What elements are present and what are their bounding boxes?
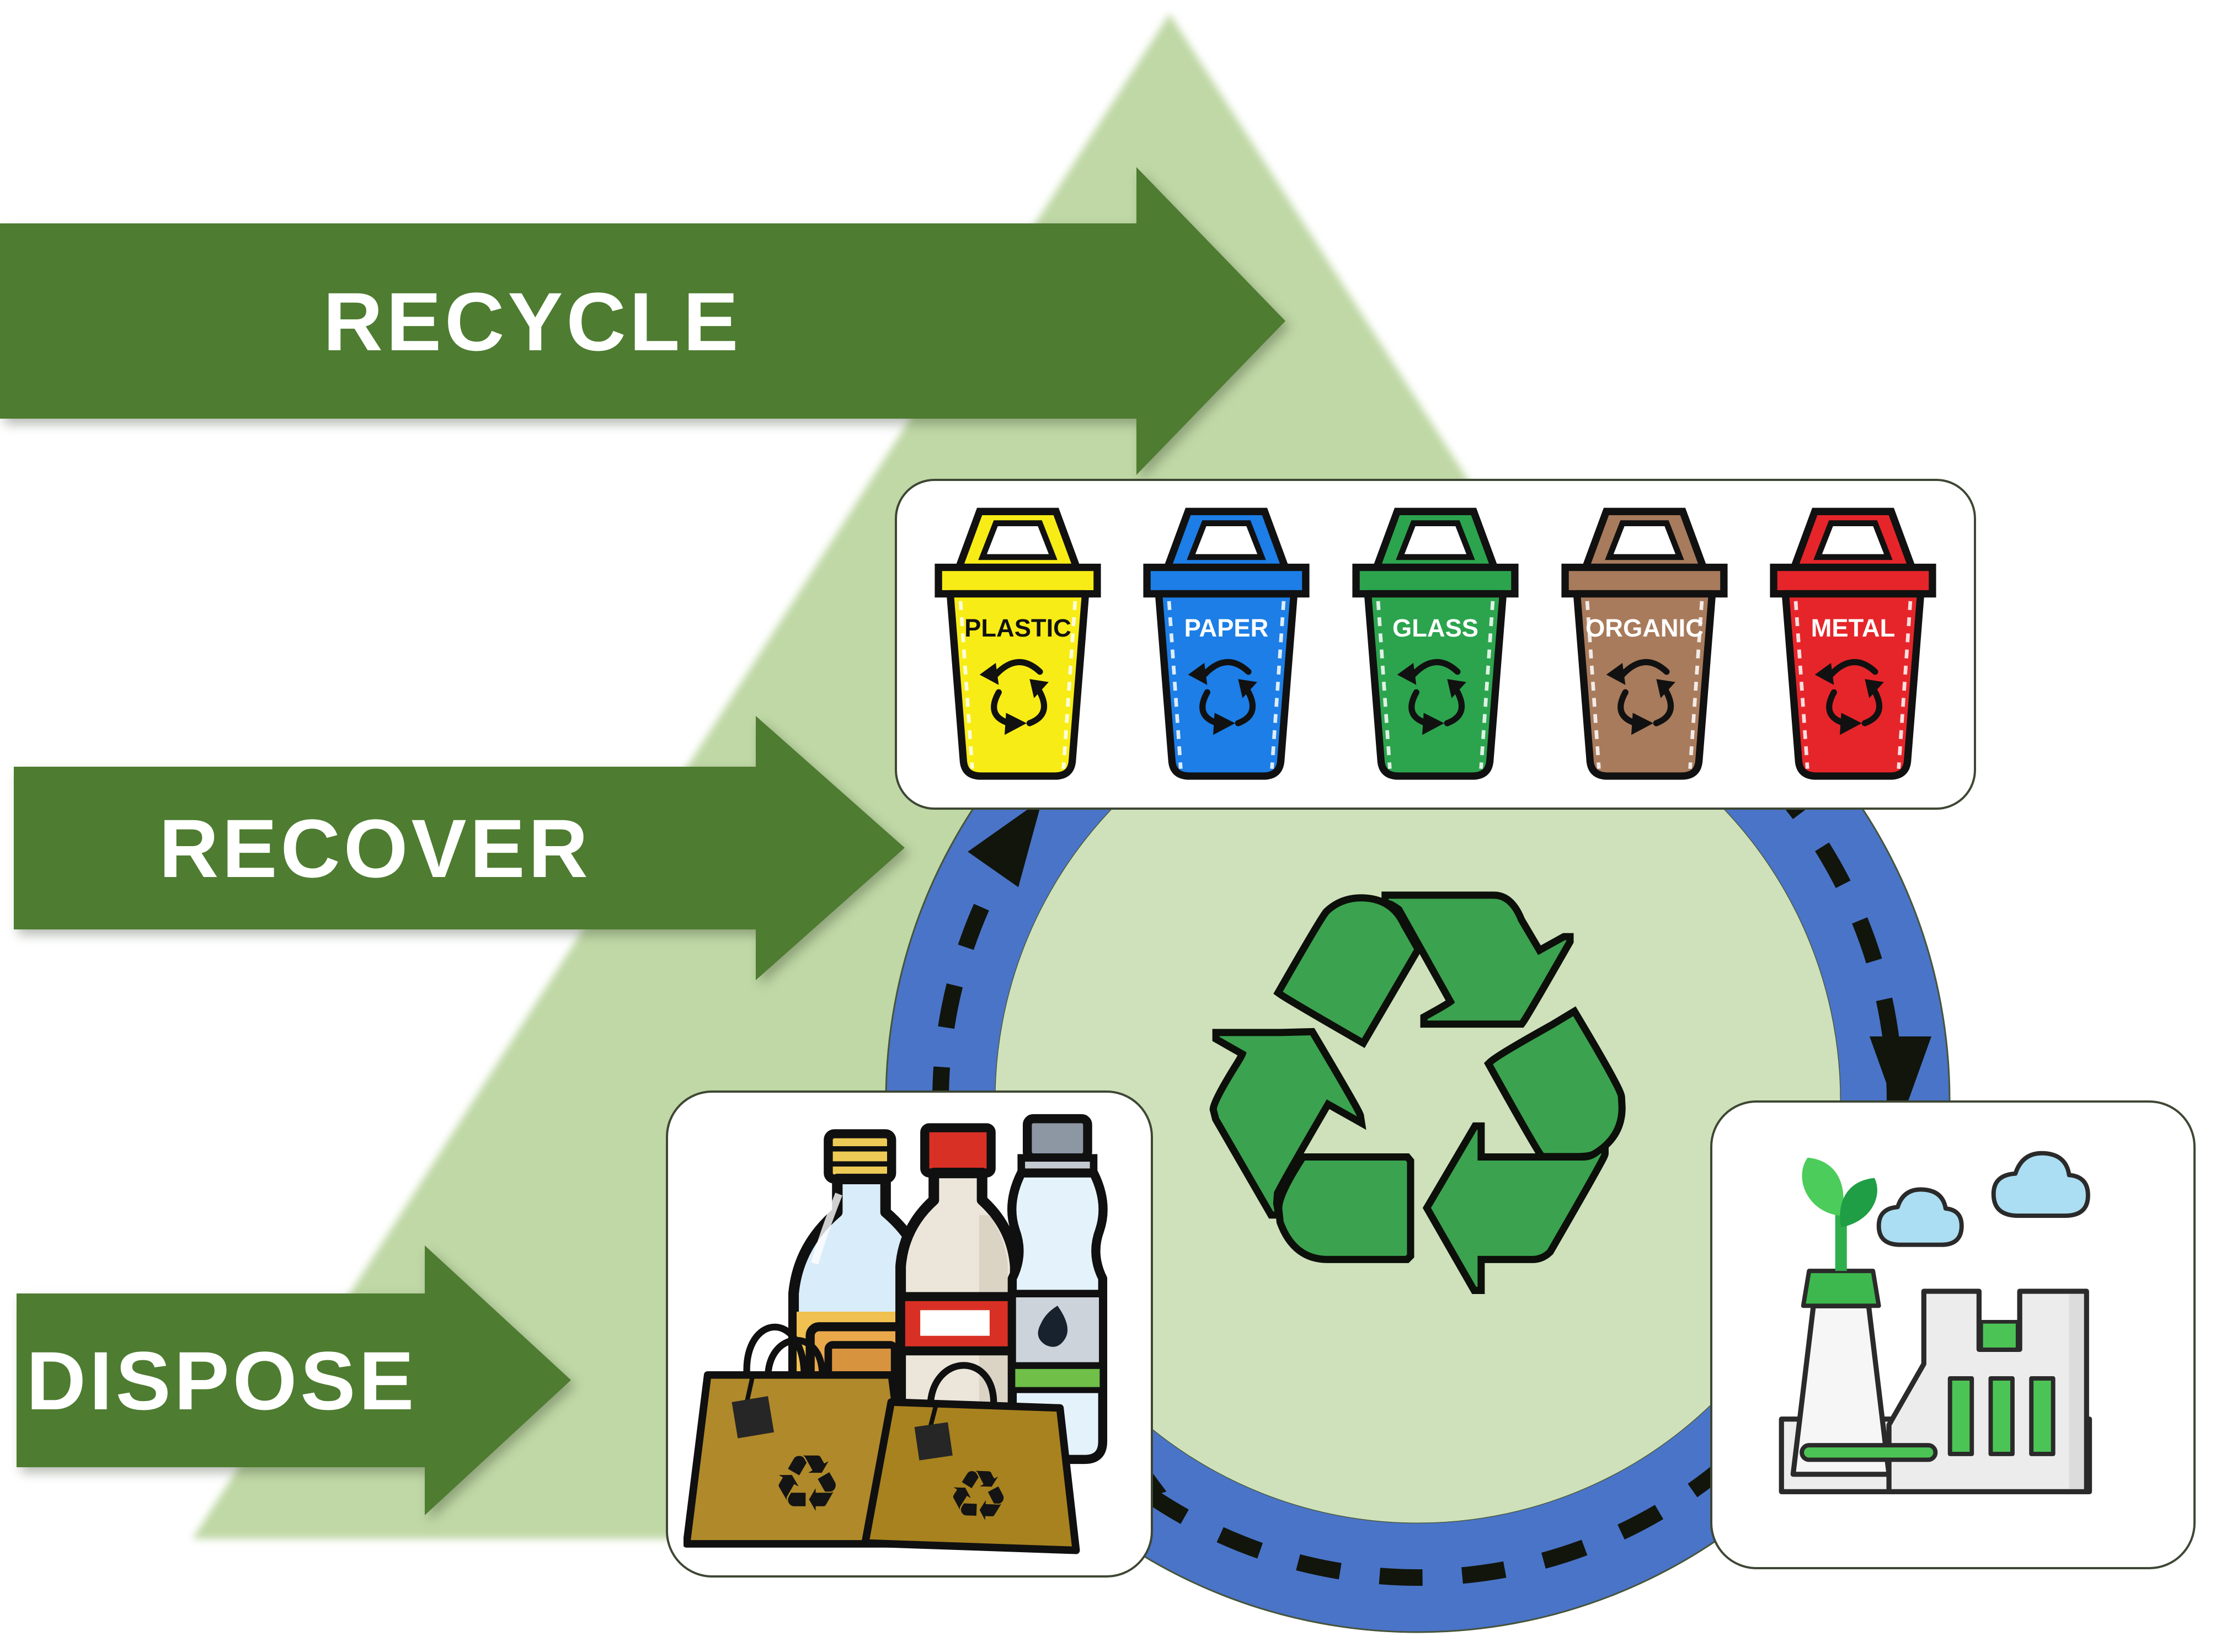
bins-station-card: PLASTIC PAPER: [895, 479, 1976, 810]
recover-arrow: RECOVER: [14, 716, 905, 980]
organic-bin-label: ORGANIC: [1585, 614, 1704, 642]
bin-recycle-arrows-icon: [1617, 659, 1674, 726]
factory-window: [1988, 1376, 2015, 1456]
bin-recycle-arrows-icon: [990, 659, 1047, 726]
recycle-arrow: RECYCLE: [0, 167, 1285, 475]
recycle-arrow-label: RECYCLE: [323, 275, 742, 368]
bin-recycle-arrows-icon: [1826, 659, 1883, 726]
recover-arrow-shape: [14, 716, 905, 980]
bin-recycle-arrows-icon: [1408, 659, 1465, 726]
factory-card: [1710, 1100, 2196, 1569]
recyclable-bag-icon: ♻: [861, 1361, 1080, 1554]
factory-illustration: [1779, 1151, 2092, 1495]
bin-recycle-arrows-icon: [1199, 659, 1256, 726]
building-shade: [2069, 1294, 2084, 1489]
central-recycle-symbol: ♻ ♻: [1150, 775, 1685, 1417]
bag-recycle-mark-icon: ♻: [772, 1437, 842, 1529]
factory-window: [2029, 1376, 2056, 1456]
glass-bin: GLASS: [1352, 507, 1519, 780]
water-bottle-icon: [1007, 1114, 1108, 1464]
recycle-arrow-shape: [0, 167, 1285, 475]
recycle-symbol-icon: ♻: [1170, 775, 1665, 1417]
products-illustration: ♻ ♻: [683, 1114, 1108, 1554]
milk-bottle-icon: [895, 1122, 1021, 1462]
base-green-bar: [1800, 1443, 1938, 1462]
glass-bin-label: GLASS: [1392, 614, 1478, 642]
metal-bin: METAL: [1770, 507, 1936, 780]
cloud-icon: [1876, 1187, 1964, 1247]
metal-bin-label: METAL: [1811, 614, 1896, 642]
chimney-green-band: [1801, 1269, 1881, 1308]
recyclable-bag-icon: ♻: [683, 1323, 916, 1548]
paper-bin-label: PAPER: [1184, 614, 1269, 642]
bag-recycle-mark-icon: ♻: [946, 1454, 1011, 1537]
recycle-symbol-outline-icon: ♻: [1163, 775, 1672, 1417]
dispose-arrow: DISPOSE: [17, 1245, 571, 1515]
products-card: ♻ ♻: [666, 1090, 1153, 1578]
recover-arrow-label: RECOVER: [159, 802, 591, 895]
dispose-arrow-label: DISPOSE: [26, 1334, 418, 1427]
organic-bin: ORGANIC: [1561, 507, 1728, 780]
dispose-arrow-shape: [17, 1245, 571, 1515]
plastic-bin: PLASTIC: [935, 507, 1101, 780]
leaf-icon: [1802, 1157, 1844, 1216]
flow-arrowhead-up-icon: [968, 799, 1043, 888]
roof-window: [1979, 1320, 2020, 1351]
paper-bin: PAPER: [1143, 507, 1310, 780]
flow-arrowhead-down-icon: [1870, 1036, 1931, 1122]
factory-window: [1947, 1376, 1974, 1456]
cloud-icon: [1991, 1151, 2090, 1218]
plastic-bin-label: PLASTIC: [964, 614, 1071, 642]
leaf-icon: [1840, 1178, 1877, 1228]
